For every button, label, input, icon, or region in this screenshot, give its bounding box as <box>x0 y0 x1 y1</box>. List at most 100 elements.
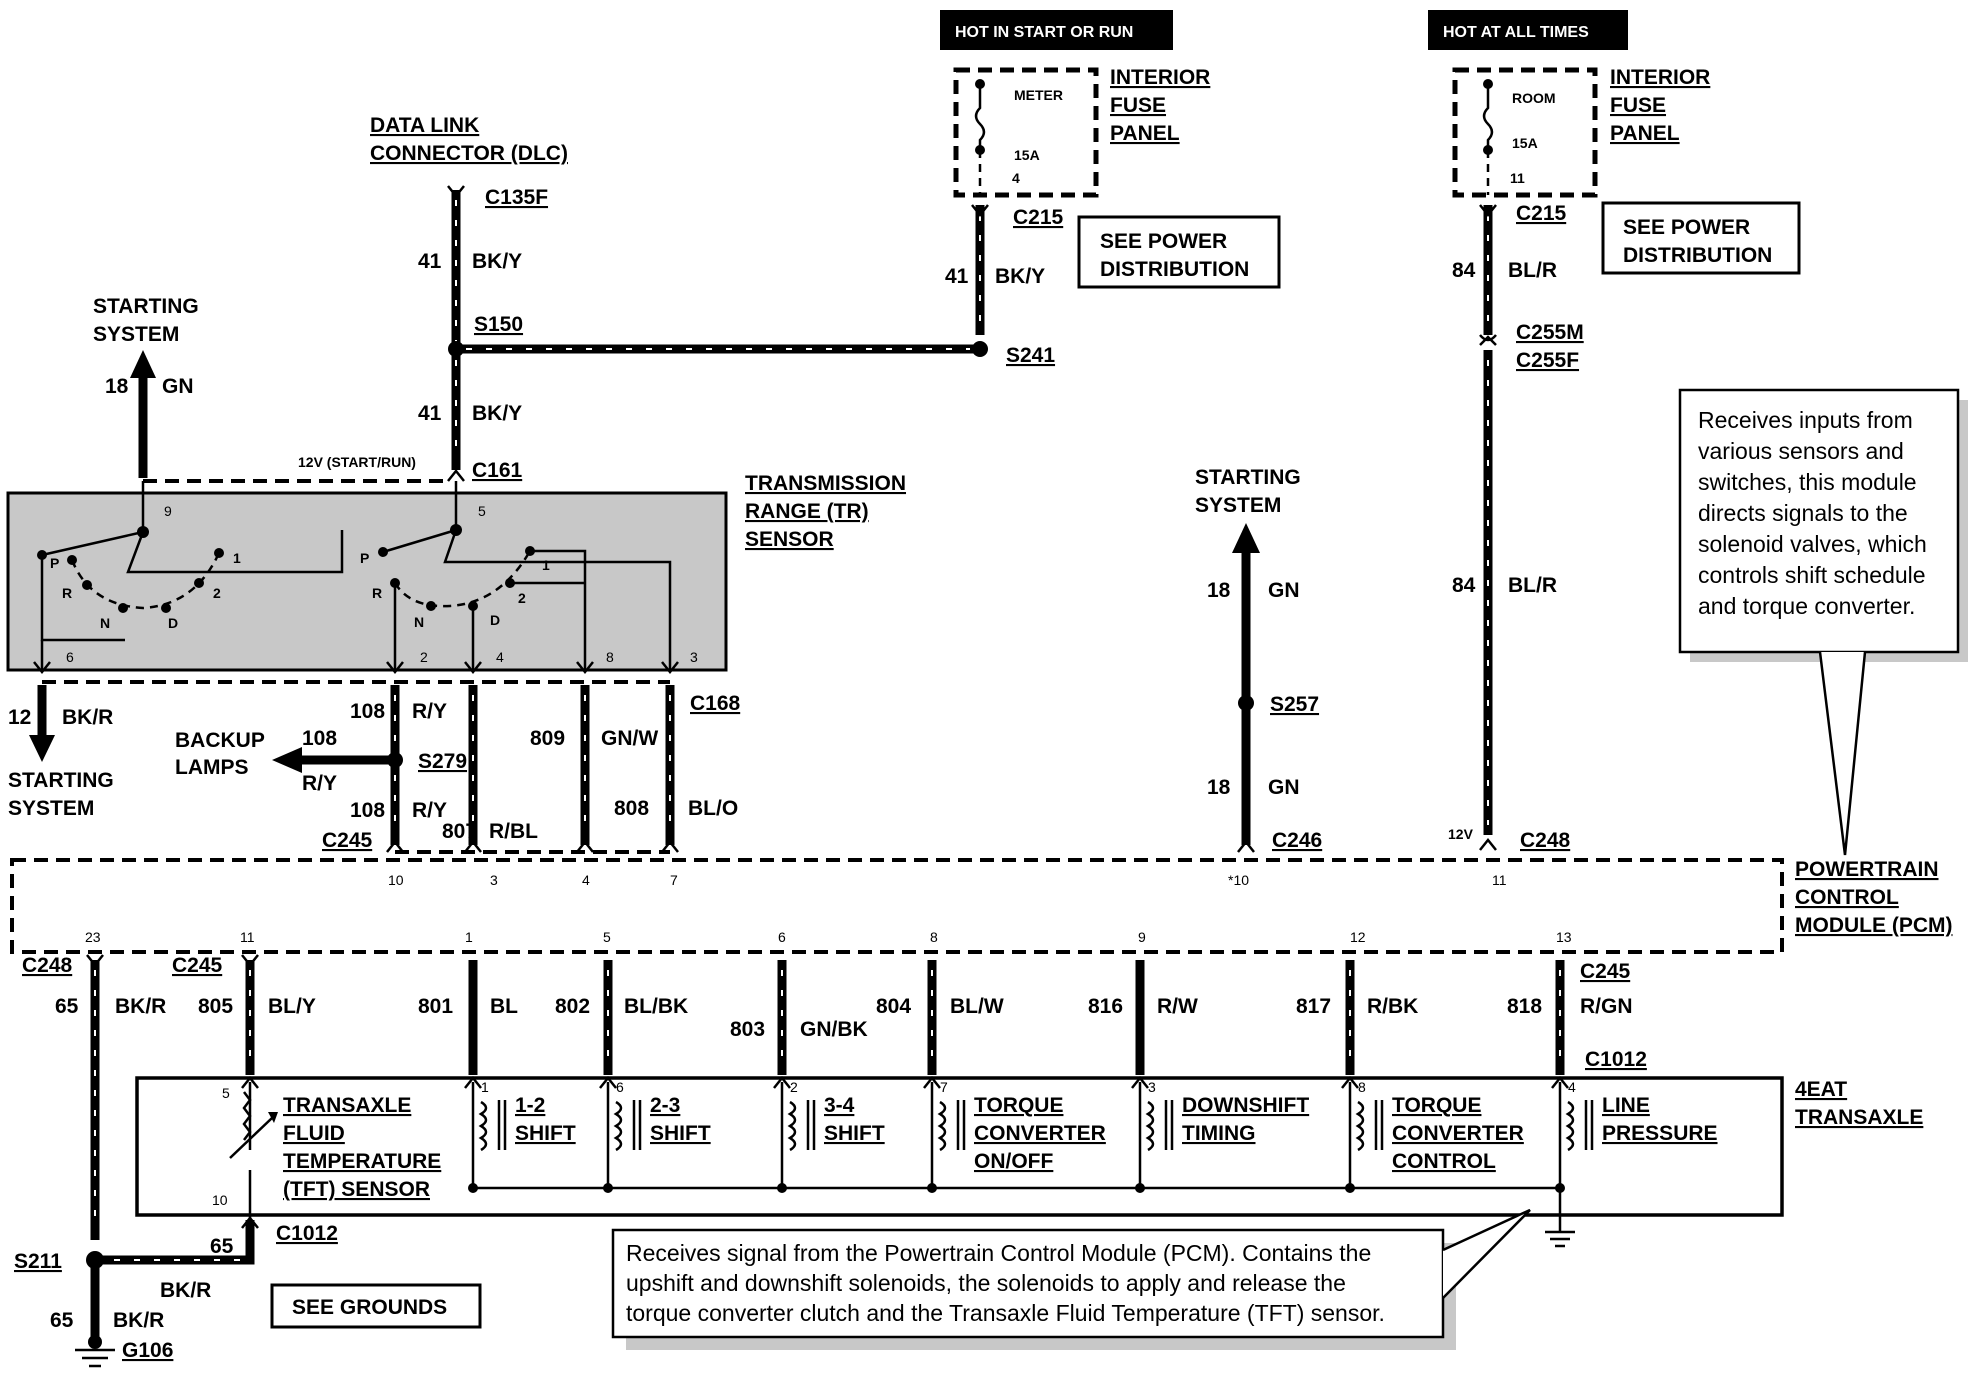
svg-text:GN: GN <box>1268 579 1300 602</box>
svg-text:DISTRIBUTION: DISTRIBUTION <box>1623 244 1772 267</box>
svg-text:18: 18 <box>1207 776 1231 799</box>
svg-text:DOWNSHIFT: DOWNSHIFT <box>1182 1094 1309 1117</box>
svg-text:801: 801 <box>418 995 453 1018</box>
svg-text:6: 6 <box>616 1079 624 1095</box>
svg-text:816: 816 <box>1088 995 1123 1018</box>
svg-text:SYSTEM: SYSTEM <box>93 323 179 346</box>
svg-text:5: 5 <box>603 929 611 945</box>
svg-text:GN/BK: GN/BK <box>800 1018 868 1041</box>
svg-text:1: 1 <box>542 557 550 573</box>
svg-text:switches, this module: switches, this module <box>1698 469 1917 495</box>
see-power-distribution-left: SEE POWER DISTRIBUTION <box>1077 215 1281 289</box>
svg-text:3-4: 3-4 <box>824 1094 855 1117</box>
transaxle-note: Receives signal from the Powertrain Cont… <box>611 1208 1531 1350</box>
svg-text:65: 65 <box>55 995 79 1018</box>
svg-text:1: 1 <box>481 1079 489 1095</box>
svg-text:802: 802 <box>555 995 590 1018</box>
svg-text:R/Y: R/Y <box>412 700 447 723</box>
svg-text:BL/Y: BL/Y <box>268 995 316 1018</box>
svg-text:12: 12 <box>8 706 31 729</box>
svg-text:4: 4 <box>582 872 590 888</box>
svg-text:65: 65 <box>210 1235 234 1258</box>
svg-text:15A: 15A <box>1512 135 1538 151</box>
svg-text:108: 108 <box>350 799 385 822</box>
svg-text:2: 2 <box>518 590 526 606</box>
svg-text:TORQUE: TORQUE <box>1392 1094 1481 1117</box>
svg-text:TEMPERATURE: TEMPERATURE <box>283 1150 441 1173</box>
svg-text:STARTING: STARTING <box>93 295 199 318</box>
svg-text:FLUID: FLUID <box>283 1122 345 1145</box>
svg-text:R/GN: R/GN <box>1580 995 1633 1018</box>
svg-text:807: 807 <box>442 820 477 843</box>
svg-text:804: 804 <box>876 995 911 1018</box>
svg-text:9: 9 <box>1138 929 1146 945</box>
svg-text:SEE GROUNDS: SEE GROUNDS <box>292 1296 447 1319</box>
svg-text:12V (START/RUN): 12V (START/RUN) <box>298 454 416 470</box>
connector-c248-bottom: C248 <box>22 954 73 977</box>
svg-text:12V: 12V <box>1448 826 1474 842</box>
svg-text:803: 803 <box>730 1018 765 1041</box>
header-hot-all-times: HOT AT ALL TIMES <box>1428 10 1628 50</box>
data-link-connector: DATA LINK CONNECTOR (DLC) C135F <box>370 114 568 209</box>
svg-text:TRANSMISSION: TRANSMISSION <box>745 472 906 495</box>
svg-text:817: 817 <box>1296 995 1331 1018</box>
svg-text:15A: 15A <box>1014 147 1040 163</box>
svg-text:7: 7 <box>940 1079 948 1095</box>
solenoid-wires: 801 BL 802 BL/BK 803 GN/BK 804 BL/W 816 … <box>418 960 1633 1075</box>
svg-text:PANEL: PANEL <box>1610 122 1680 145</box>
svg-text:805: 805 <box>198 995 233 1018</box>
svg-text:R/BL: R/BL <box>489 820 538 843</box>
svg-text:4: 4 <box>1568 1079 1576 1095</box>
svg-text:N: N <box>414 614 424 630</box>
svg-text:LINE: LINE <box>1602 1094 1650 1117</box>
svg-text:TRANSAXLE: TRANSAXLE <box>1795 1106 1923 1129</box>
svg-text:BL: BL <box>490 995 518 1018</box>
svg-text:various sensors and: various sensors and <box>1698 438 1904 464</box>
svg-text:R/W: R/W <box>1157 995 1198 1018</box>
connector-c248-top: C248 <box>1520 829 1571 852</box>
svg-text:D: D <box>490 612 500 628</box>
header-hot-start-run: HOT IN START OR RUN <box>940 10 1173 50</box>
fuse-panel-right: ROOM 15A 11 INTERIOR FUSE PANEL <box>1452 66 1710 198</box>
svg-text:S211: S211 <box>14 1250 62 1273</box>
svg-text:8: 8 <box>930 929 938 945</box>
svg-text:108: 108 <box>350 700 385 723</box>
svg-text:Receives signal from the Power: Receives signal from the Powertrain Cont… <box>626 1240 1371 1266</box>
svg-text:5: 5 <box>478 503 486 519</box>
see-power-distribution-right: SEE POWER DISTRIBUTION <box>1601 201 1801 275</box>
svg-text:3: 3 <box>490 872 498 888</box>
svg-text:TIMING: TIMING <box>1182 1122 1256 1145</box>
ground-g106: G106 <box>122 1339 173 1362</box>
svg-text:INTERIOR: INTERIOR <box>1610 66 1710 89</box>
svg-text:R: R <box>62 585 72 601</box>
ground-g106-icon <box>75 1348 115 1368</box>
svg-text:4: 4 <box>1012 170 1020 186</box>
svg-text:108: 108 <box>302 727 337 750</box>
svg-text:BK/Y: BK/Y <box>472 250 522 273</box>
svg-text:TRANSAXLE: TRANSAXLE <box>283 1094 411 1117</box>
svg-text:10: 10 <box>212 1192 228 1208</box>
svg-text:2-3: 2-3 <box>650 1094 680 1117</box>
svg-text:5: 5 <box>222 1085 230 1101</box>
transmission-range-sensor: TRANSMISSION RANGE (TR) SENSOR P R N D 2… <box>6 472 906 675</box>
svg-text:GN/W: GN/W <box>601 727 658 750</box>
svg-text:and torque converter.: and torque converter. <box>1698 593 1915 619</box>
svg-text:7: 7 <box>670 872 678 888</box>
svg-text:41: 41 <box>418 250 442 273</box>
svg-text:3: 3 <box>1148 1079 1156 1095</box>
svg-text:3: 3 <box>690 649 698 665</box>
connector-c215-right: C215 <box>1516 202 1567 225</box>
svg-text:FUSE: FUSE <box>1610 94 1666 117</box>
svg-text:818: 818 <box>1507 995 1542 1018</box>
svg-text:11: 11 <box>1492 872 1507 888</box>
connector-c245-bottom-right: C245 <box>1580 960 1631 983</box>
svg-text:solenoid valves, which: solenoid valves, which <box>1698 531 1927 557</box>
svg-text:METER: METER <box>1014 87 1063 103</box>
svg-text:BL/BK: BL/BK <box>624 995 688 1018</box>
svg-text:41: 41 <box>945 265 969 288</box>
svg-text:SHIFT: SHIFT <box>650 1122 711 1145</box>
svg-text:*10: *10 <box>1228 872 1249 888</box>
svg-text:RANGE (TR): RANGE (TR) <box>745 500 869 523</box>
svg-text:R/Y: R/Y <box>302 772 337 795</box>
